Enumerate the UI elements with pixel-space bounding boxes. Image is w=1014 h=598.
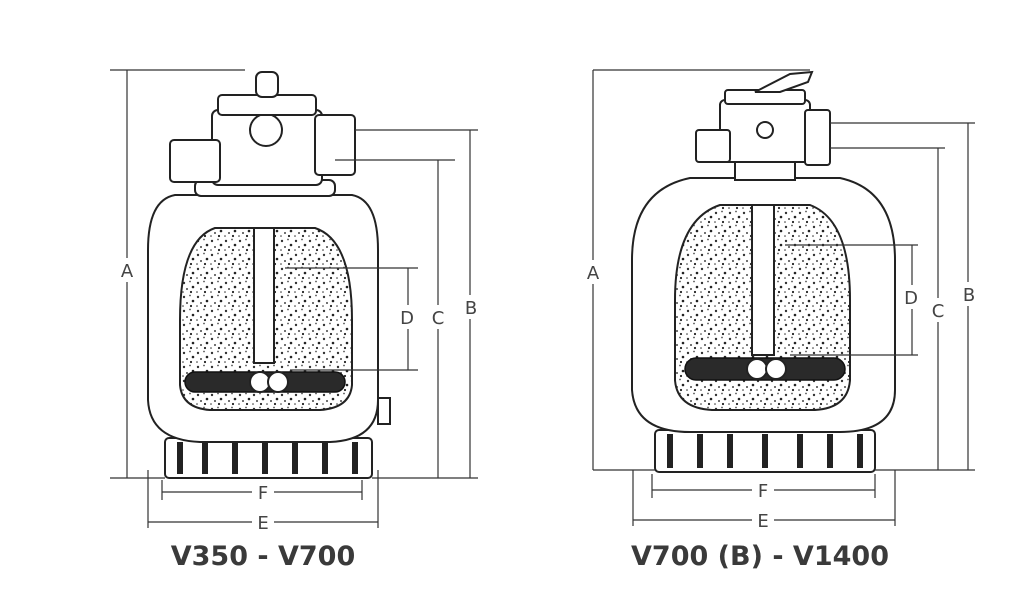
dim-label-a: A — [121, 261, 134, 282]
dimension-lines — [584, 69, 978, 530]
dim-label-b: B — [465, 298, 477, 319]
dim-label-c: C — [432, 308, 445, 329]
dim-label-a: A — [587, 263, 600, 284]
filter-v350-v700: A B C D F E V350 - V700 — [110, 69, 480, 572]
model-title: V350 - V700 — [171, 541, 356, 572]
dim-label-b: B — [963, 285, 975, 306]
filter-drawing — [631, 70, 896, 473]
dim-label-e: E — [757, 511, 768, 532]
filter-v700b-v1400: A B C D F E V700 (B) - V1400 — [584, 69, 978, 572]
dim-label-c: C — [932, 301, 945, 322]
model-title: V700 (B) - V1400 — [631, 541, 889, 572]
dim-label-d: D — [904, 288, 918, 309]
dim-label-d: D — [400, 308, 414, 329]
dim-label-f: F — [758, 481, 768, 502]
dimension-lines — [110, 69, 480, 532]
filter-drawing — [147, 71, 391, 479]
dim-label-f: F — [258, 483, 268, 504]
dim-label-e: E — [257, 513, 268, 534]
